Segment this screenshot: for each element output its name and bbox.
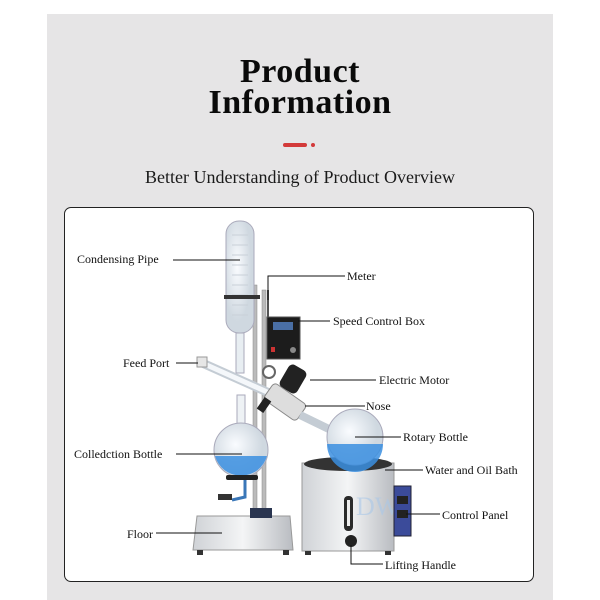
accent-dot xyxy=(311,143,315,147)
leader-lines xyxy=(156,259,440,565)
label-meter: Meter xyxy=(347,269,376,283)
subtitle: Better Understanding of Product Overview xyxy=(145,167,455,187)
label-rotary-bottle: Rotary Bottle xyxy=(403,430,468,444)
speed-control-box xyxy=(266,290,301,360)
title-line-2: Information xyxy=(208,84,392,121)
page-title: Product Information xyxy=(0,53,600,121)
label-floor: Floor xyxy=(127,527,154,541)
control-panel-unit xyxy=(393,485,412,537)
label-speed-control-box: Speed Control Box xyxy=(333,314,425,328)
floor-base xyxy=(192,515,294,555)
meter-gauge xyxy=(262,365,276,379)
svg-text:DW: DW xyxy=(356,492,400,521)
water-oil-bath: DW xyxy=(301,457,400,555)
title-line-1: Product xyxy=(240,53,360,90)
lifting-handle-knob xyxy=(345,535,357,547)
collection-bottle xyxy=(213,394,269,502)
label-lifting-handle: Lifting Handle xyxy=(385,558,456,572)
rotary-bottle xyxy=(326,408,384,472)
electric-motor xyxy=(279,364,307,394)
label-condensing-pipe: Condensing Pipe xyxy=(77,252,159,266)
accent-bar xyxy=(283,143,307,147)
diagram-card xyxy=(64,207,534,582)
label-collection-bottle: Colledction Bottle xyxy=(74,447,163,461)
label-water-oil-bath: Water and Oil Bath xyxy=(425,463,518,477)
condensing-pipe-glass xyxy=(224,220,260,374)
label-control-panel: Control Panel xyxy=(442,508,509,522)
label-electric-motor: Electric Motor xyxy=(379,373,450,387)
label-nose: Nose xyxy=(366,399,391,413)
label-feed-port: Feed Port xyxy=(123,356,170,370)
